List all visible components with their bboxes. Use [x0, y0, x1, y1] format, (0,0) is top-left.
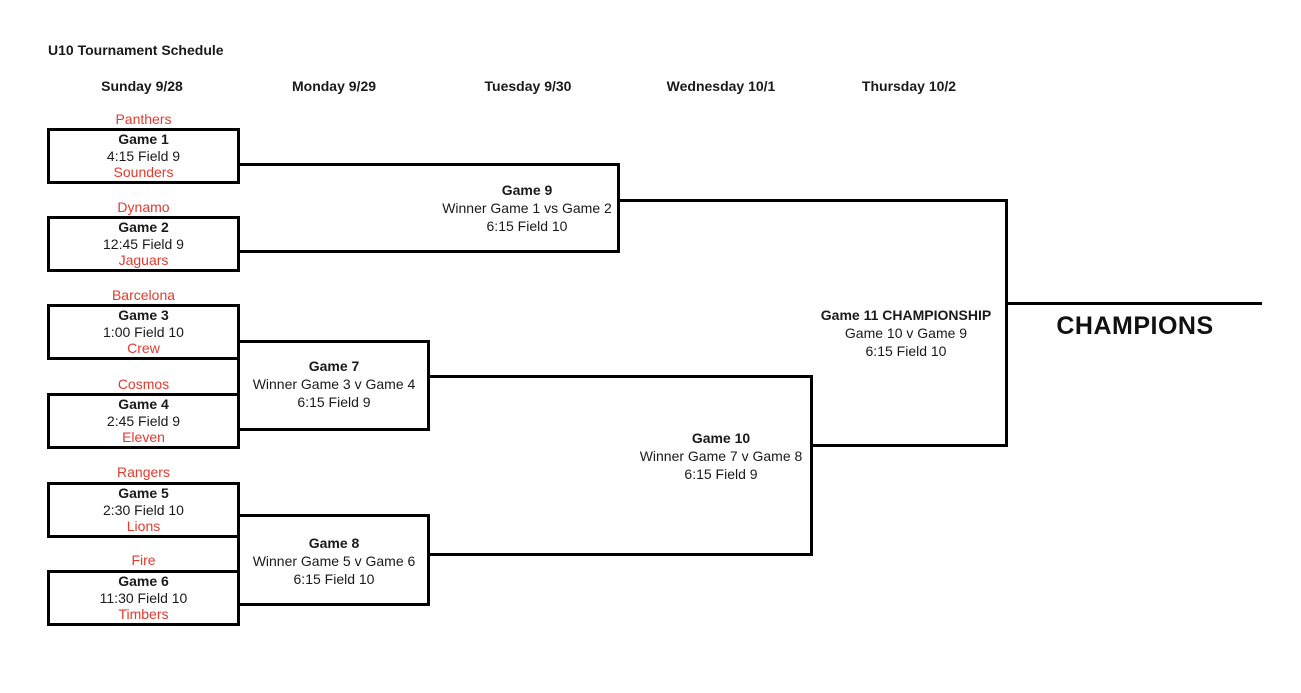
game-1-box: Game 1 4:15 Field 9 Sounders [47, 128, 240, 184]
game-6-time: 11:30 Field 10 [99, 589, 188, 606]
champions-label: CHAMPIONS [1056, 312, 1214, 340]
page-title: U10 Tournament Schedule [48, 42, 224, 58]
day-column-header-monday: Monday 9/29 [291, 78, 377, 94]
game-4-time: 2:45 Field 9 [106, 412, 181, 429]
game-1-label: Game 1 [118, 131, 169, 148]
game-4-bottom-team: Eleven [122, 429, 165, 446]
game-8-time: 6:15 Field 10 [293, 571, 375, 587]
game-6-box: Game 6 11:30 Field 10 Timbers [47, 570, 240, 626]
day-column-header-wednesday: Wednesday 10/1 [666, 78, 776, 94]
game-11-text: Game 11 CHAMPIONSHIP Game 10 v Game 9 6:… [756, 306, 1056, 360]
game-2-label: Game 2 [118, 219, 169, 236]
game-6-label: Game 6 [118, 573, 169, 590]
day-column-header-sunday: Sunday 9/28 [101, 78, 183, 94]
game-10-matchup: Winner Game 7 v Game 8 [639, 448, 803, 464]
game-1-bottom-team: Sounders [113, 164, 174, 181]
game-10-label: Game 10 [691, 430, 751, 446]
game-10-bracket-box [430, 375, 813, 556]
game-3-time: 1:00 Field 10 [103, 323, 184, 340]
game-7-time: 6:15 Field 9 [297, 394, 371, 410]
game-9-text: Game 9 Winner Game 1 vs Game 2 6:15 Fiel… [377, 181, 677, 235]
game-6-top-team: Fire [131, 552, 156, 568]
game-5-box: Game 5 2:30 Field 10 Lions [47, 482, 240, 538]
game-9-bracket-box [240, 163, 620, 253]
game-2-time: 12:45 Field 9 [103, 235, 184, 252]
game-10-text: Game 10 Winner Game 7 v Game 8 6:15 Fiel… [571, 429, 871, 483]
game-8-bracket-box [237, 514, 430, 606]
game-3-top-team: Barcelona [111, 287, 176, 303]
game-2-bottom-team: Jaguars [118, 252, 169, 269]
game-6-bottom-team: Timbers [118, 606, 169, 623]
game-2-box: Game 2 12:45 Field 9 Jaguars [47, 216, 240, 272]
game-10-time: 6:15 Field 9 [684, 466, 758, 482]
game-7-matchup: Winner Game 3 v Game 4 [252, 376, 416, 392]
game-11-bracket-box [620, 199, 1008, 447]
game-3-bottom-team: Crew [127, 340, 160, 357]
game-9-time: 6:15 Field 10 [486, 218, 568, 234]
game-3-box: Game 3 1:00 Field 10 Crew [47, 304, 240, 360]
game-7-bracket-box [237, 340, 430, 431]
game-11-matchup: Game 10 v Game 9 [844, 325, 968, 341]
game-5-label: Game 5 [118, 485, 169, 502]
game-3-label: Game 3 [118, 307, 169, 324]
game-11-time: 6:15 Field 10 [865, 343, 947, 359]
day-column-header-thursday: Thursday 10/2 [861, 78, 957, 94]
game-2-top-team: Dynamo [117, 199, 170, 215]
game-7-text: Game 7 Winner Game 3 v Game 4 6:15 Field… [184, 357, 484, 411]
day-column-header-tuesday: Tuesday 9/30 [484, 78, 572, 94]
champion-winner-line [1005, 302, 1262, 305]
game-11-label: Game 11 CHAMPIONSHIP [820, 307, 992, 323]
game-9-label: Game 9 [501, 182, 553, 198]
game-1-top-team: Panthers [115, 111, 172, 127]
game-5-bottom-team: Lions [126, 518, 161, 535]
game-9-matchup: Winner Game 1 vs Game 2 [442, 200, 612, 216]
game-4-top-team: Cosmos [117, 376, 170, 392]
game-8-label: Game 8 [308, 535, 360, 551]
game-8-text: Game 8 Winner Game 5 v Game 6 6:15 Field… [184, 534, 484, 588]
game-4-box: Game 4 2:45 Field 9 Eleven [47, 393, 240, 449]
game-5-time: 2:30 Field 10 [103, 501, 184, 518]
game-5-top-team: Rangers [117, 464, 170, 480]
game-4-label: Game 4 [118, 396, 169, 413]
game-7-label: Game 7 [308, 358, 360, 374]
game-1-time: 4:15 Field 9 [106, 147, 181, 164]
game-10-winner-line [810, 444, 1008, 447]
game-8-matchup: Winner Game 5 v Game 6 [252, 553, 416, 569]
